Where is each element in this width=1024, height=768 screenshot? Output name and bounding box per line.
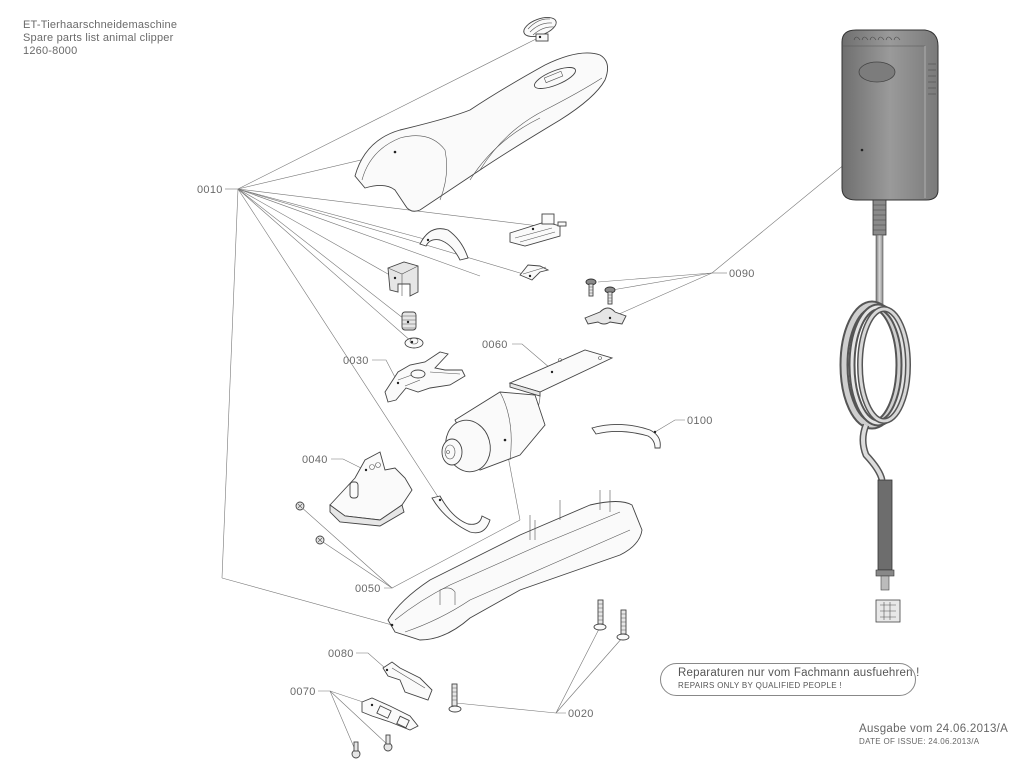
- part-blade-screws: [351, 734, 393, 759]
- part-washer: [404, 337, 424, 349]
- label-0050: 0050: [355, 583, 381, 595]
- part-housing-screws: [448, 599, 630, 713]
- part-retaining-ring: [591, 424, 661, 449]
- part-switch: [509, 213, 567, 247]
- part-switch-button: [523, 17, 557, 42]
- part-blade-holder-screws: [295, 501, 325, 545]
- label-0100: 0100: [687, 415, 713, 427]
- issue-date-german: Ausgabe vom 24.06.2013/A: [859, 723, 1009, 735]
- part-power-adapter: [839, 29, 939, 623]
- part-motor: [441, 391, 546, 473]
- issue-date-english: DATE OF ISSUE: 24.06.2013/A: [859, 737, 980, 746]
- label-0010: 0010: [197, 184, 223, 196]
- part-contact-clamp: [519, 264, 550, 281]
- part-light-guide: [419, 228, 469, 261]
- part-upper-shell: [354, 52, 609, 212]
- issue-date-block: Ausgabe vom 24.06.2013/A DATE OF ISSUE: …: [859, 723, 1008, 748]
- model-number: 1260-8000: [23, 45, 78, 57]
- label-0070: 0070: [290, 686, 316, 698]
- title-german: ET-Tierhaarschneidemaschine: [23, 19, 178, 31]
- part-spring: [401, 311, 417, 331]
- part-labels: 0010 0020 0030 0040 0050 0060 0070 0080 …: [197, 184, 755, 720]
- leader-lines: [221, 36, 863, 753]
- part-cable-clamp: [584, 307, 627, 325]
- label-0090: 0090: [729, 268, 755, 280]
- warning-english: REPAIRS ONLY BY QUALIFIED PEOPLE !: [678, 681, 842, 690]
- part-cutting-blade-set: [361, 697, 419, 731]
- title-block: ET-Tierhaarschneidemaschine Spare parts …: [23, 19, 177, 58]
- label-0080: 0080: [328, 648, 354, 660]
- part-adapter-screws: [585, 278, 616, 305]
- part-blade-holder: [329, 451, 413, 527]
- label-0030: 0030: [343, 355, 369, 367]
- label-0020: 0020: [568, 708, 594, 720]
- part-drive-lever: [384, 351, 466, 403]
- label-0040: 0040: [302, 454, 328, 466]
- warning-german: Reparaturen nur vom Fachmann ausfuehren …: [678, 667, 920, 679]
- part-rocker-cap: [387, 261, 419, 297]
- title-english: Spare parts list animal clipper: [23, 32, 174, 44]
- part-side-cover: [431, 495, 491, 534]
- part-bottom-shell: [387, 490, 643, 641]
- repair-warning-box: Reparaturen nur vom Fachmann ausfuehren …: [660, 663, 920, 696]
- label-0060: 0060: [482, 339, 508, 351]
- part-blade-clip: [382, 661, 433, 701]
